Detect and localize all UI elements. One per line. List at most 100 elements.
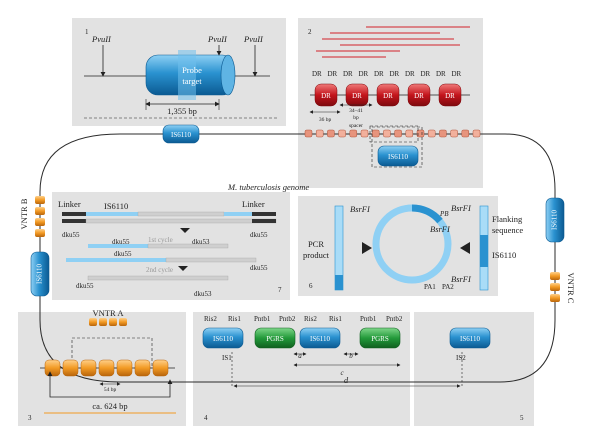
panel4-element-4: PGRS — [371, 335, 389, 343]
panel6-circle-is — [411, 204, 443, 224]
dr-label: DR — [343, 70, 353, 78]
dr-box-label: DR — [321, 92, 331, 100]
panel6-arrow-left — [362, 242, 372, 254]
panel6-bsrfi-circle: BsrFI — [430, 224, 451, 234]
spacer-unit — [427, 129, 436, 138]
panel-number-5: 5 — [520, 414, 524, 422]
dr-box-label: DR — [414, 92, 424, 100]
dr-label: DR — [328, 70, 338, 78]
spacer-unit — [394, 129, 402, 138]
panel7-primer-1: dku55 — [62, 231, 80, 239]
panel6-bsrfi-right-top: BsrFI — [451, 203, 472, 213]
panel6-pcr-label-1: PCR — [308, 239, 324, 249]
panel7-primer-8: dku53 — [194, 290, 212, 298]
panel6-pb: PB — [439, 210, 449, 218]
spacer-unit — [349, 129, 358, 138]
panel7-strands — [62, 211, 277, 281]
dr-box — [438, 83, 462, 107]
spacer-unit — [327, 129, 335, 138]
panel3-size: ca. 624 bp — [92, 401, 127, 411]
panel4-element-1: IS6110 — [213, 335, 233, 343]
panel7-cycle2: 2nd cycle — [146, 266, 173, 274]
panel3-loop-repeats — [89, 318, 127, 326]
dr-label: DR — [405, 70, 415, 78]
panel2-dr-len: 36 bp — [319, 117, 332, 123]
vntr-repeat — [80, 359, 97, 377]
panel4-primer-5: Ris2 — [304, 315, 317, 323]
spacer-unit — [461, 129, 470, 138]
vntr-b-label: VNTR B — [19, 198, 29, 229]
spacer-unit — [315, 129, 324, 138]
spacer-unit — [304, 129, 313, 138]
spacer-unit — [405, 129, 414, 138]
spacer-unit — [383, 129, 391, 138]
vntr-repeat — [152, 359, 169, 377]
genome-title: M. tuberculosis genome — [227, 182, 309, 192]
spacer-array — [304, 125, 481, 143]
panel6-is6110: IS6110 — [492, 250, 516, 260]
panel1-pvuii-mid: PvuII — [207, 34, 228, 44]
spacer-unit — [472, 129, 481, 138]
vntr-repeat — [62, 359, 79, 377]
dr-label: DR — [374, 70, 384, 78]
spacer-unit — [439, 129, 447, 138]
panel-number-4: 4 — [204, 414, 208, 422]
spacer-unit — [416, 129, 425, 138]
genome-is6110-left: IS6110 — [30, 251, 50, 297]
panel6-flank-is — [480, 235, 488, 267]
panel6-flanking-2: sequence — [492, 225, 523, 235]
panel3-repeat-row — [44, 359, 169, 377]
panel4-primer-8: Pntb2 — [386, 315, 403, 323]
dr-box-label: DR — [383, 92, 393, 100]
panel6-pcr-product-is — [335, 275, 343, 290]
spacer-unit — [371, 129, 380, 138]
spacer-zoom-box — [369, 125, 419, 143]
panel7-primer-4: dku55 — [250, 231, 268, 239]
panel2-is6110-label: IS6110 — [388, 153, 408, 161]
panel1-pvuii-right: PvuII — [243, 34, 264, 44]
dr-label: DR — [452, 70, 462, 78]
panel7-cycle1: 1st cycle — [148, 236, 173, 244]
dr-label: DR — [390, 70, 400, 78]
panel4-primer-7: Pntb1 — [360, 315, 377, 323]
spacer-unit — [450, 129, 458, 138]
panel2-spacer-label: spacer — [349, 123, 363, 129]
panel7-primer-2: dku55 — [112, 238, 130, 246]
panel2-spoligo-lines — [316, 26, 470, 58]
panel1-probe-label-1: Probe — [182, 65, 202, 75]
dr-box — [314, 83, 338, 107]
vntr-repeat — [134, 359, 151, 377]
panel4-primer-4: Pntb2 — [279, 315, 296, 323]
vntr-c-repeats — [550, 272, 560, 302]
genome-is6110-right: IS6110 — [545, 197, 565, 243]
dr-box — [407, 83, 431, 107]
panel4-primer-3: Pntb1 — [254, 315, 271, 323]
panel3-title: VNTR A — [93, 308, 125, 318]
genome-loop — [39, 133, 556, 383]
dr-box-label: DR — [352, 92, 362, 100]
spacer-unit — [360, 129, 369, 138]
dr-label: DR — [312, 70, 322, 78]
genome-is6110-top: IS6110 — [162, 124, 200, 144]
panel-number-1: 1 — [85, 28, 89, 36]
panel4-element-row — [202, 327, 491, 349]
panel4-dist-b-label: b — [349, 352, 353, 360]
panel6-arrow-right — [460, 242, 470, 254]
panel2-spacer-len-2: bp — [353, 115, 359, 121]
genome-is6110-right-label: IS6110 — [551, 210, 559, 230]
panel6-pcr-label-2: product — [303, 250, 330, 260]
panel-number-6: 6 — [309, 282, 313, 290]
panel1-size-label: 1,355 bp — [167, 106, 197, 116]
panel6-pa1: PA1 — [424, 283, 436, 291]
vntr-repeat — [116, 359, 133, 377]
panel4-dist-c-label: c — [340, 369, 344, 377]
panel7-primer-6: dku55 — [250, 264, 268, 272]
panel6-bsrfi-left: BsrFI — [350, 204, 371, 214]
panel1-probe-label-2: target — [182, 76, 202, 86]
dr-box — [376, 83, 400, 107]
dr-label: DR — [421, 70, 431, 78]
genome-is6110-left-label: IS6110 — [36, 264, 44, 284]
spacer-unit — [338, 129, 346, 138]
